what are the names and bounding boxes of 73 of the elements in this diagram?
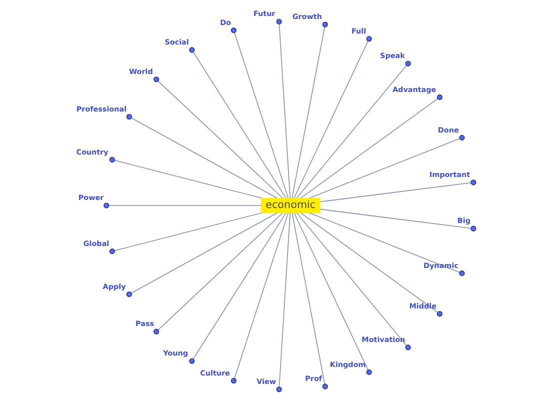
node-circle — [126, 291, 132, 298]
node-label: Speak — [380, 51, 404, 60]
node-circle — [470, 226, 476, 232]
node-circle — [188, 47, 194, 53]
connector — [293, 40, 368, 199]
node-label: Young — [162, 348, 188, 358]
node-circle — [153, 76, 159, 82]
connector — [192, 212, 286, 360]
connector — [108, 205, 262, 206]
connector — [157, 80, 283, 198]
node-circle — [404, 344, 410, 350]
node-label: Country — [76, 147, 108, 156]
node-circle — [230, 27, 236, 34]
node-label: Kingdom — [329, 360, 366, 369]
node-label: View — [256, 376, 276, 386]
node-label: Prof — [304, 374, 322, 384]
connector — [291, 212, 325, 384]
node-circle — [436, 311, 442, 317]
node-label: Done — [437, 125, 458, 134]
connector — [234, 32, 288, 199]
connector — [157, 212, 283, 330]
node-circle — [153, 328, 159, 334]
node-label: Important — [428, 170, 470, 179]
connector — [192, 52, 286, 199]
node-label: Big — [456, 216, 470, 226]
connector — [114, 212, 262, 252]
connector — [300, 98, 438, 199]
node-circle — [404, 60, 410, 66]
node-label: Professional — [76, 104, 126, 114]
connector — [319, 208, 471, 229]
node-label: World — [128, 66, 152, 76]
connector — [319, 182, 471, 202]
node-circle — [366, 36, 372, 42]
node-label: Growth — [292, 12, 322, 22]
node-label: Pass — [135, 319, 154, 328]
node-circle — [108, 156, 114, 162]
connector — [130, 118, 278, 199]
node-circle — [108, 248, 114, 254]
node-label: Do — [220, 18, 231, 27]
node-circle — [103, 202, 109, 208]
connector — [234, 212, 288, 379]
connector — [114, 160, 262, 199]
node-label: Power — [78, 193, 104, 202]
node-circle — [188, 358, 194, 364]
connector — [300, 212, 438, 313]
connector — [308, 212, 460, 273]
node-circle — [230, 378, 236, 384]
node-circle — [366, 369, 372, 375]
node-circle — [458, 270, 464, 276]
node-circle — [458, 134, 464, 140]
connector — [293, 212, 368, 370]
node-label: Futur — [252, 9, 275, 18]
node-label: Full — [350, 26, 366, 36]
node-circle — [276, 386, 282, 392]
connector — [130, 212, 278, 294]
connector — [291, 26, 325, 199]
node-circle — [436, 94, 442, 100]
node-circle — [276, 18, 282, 24]
node-circle — [470, 180, 476, 186]
node-label: Global — [82, 238, 109, 248]
node-label: Social — [164, 38, 188, 47]
node-label: Advantage — [392, 84, 436, 94]
node-label: Culture — [200, 368, 230, 378]
node-circle — [322, 22, 328, 28]
connector — [296, 65, 406, 199]
node-circle — [126, 114, 132, 120]
node-label: Apply — [102, 282, 126, 291]
connector — [296, 212, 406, 346]
connector — [308, 138, 460, 199]
connector — [278, 212, 290, 388]
connector — [278, 24, 290, 199]
node-circle — [322, 384, 328, 390]
node-box: economic — [260, 198, 320, 214]
